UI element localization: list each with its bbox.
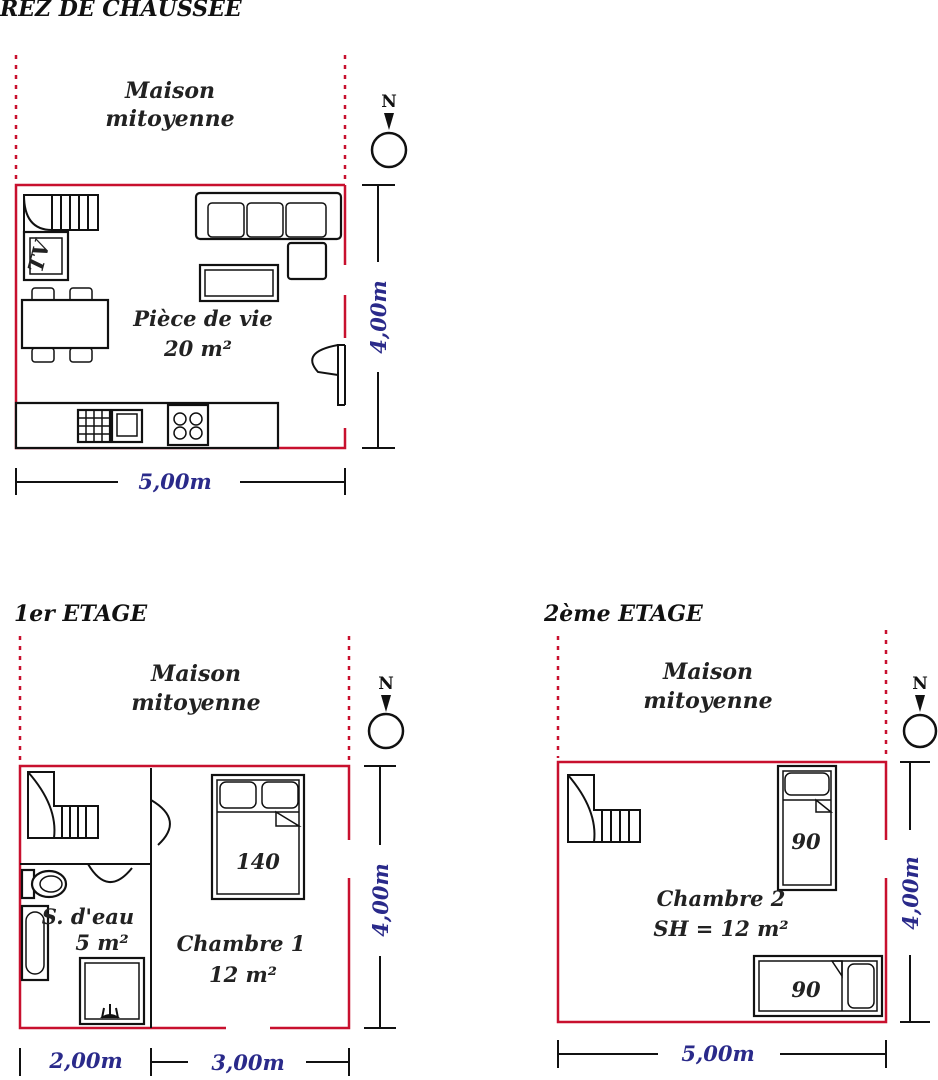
north-arrow: N	[367, 674, 405, 750]
width-label: 5,00m	[138, 469, 211, 494]
single-bed-1: 90	[776, 764, 838, 892]
north-arrow: N	[370, 92, 408, 169]
entrance-door	[311, 344, 346, 406]
wall-segment	[270, 878, 351, 1030]
width-dimension: 2,00m 3,00m	[19, 1048, 350, 1076]
sofa	[194, 191, 343, 281]
neighbor-label-line1: Maison	[124, 78, 215, 104]
exterior-walls	[18, 764, 351, 1030]
shower	[78, 956, 146, 1026]
north-label: N	[912, 674, 928, 694]
bed2-size-label: 90	[791, 977, 821, 1002]
bathroom-area: 5 m²	[75, 930, 128, 955]
neighbor-label-line1: Maison	[150, 661, 241, 687]
single-bed-2: 90	[752, 954, 884, 1018]
north-label: N	[381, 92, 397, 112]
depth-dimension: 4,00m	[898, 761, 930, 1023]
depth-dimension: 4,00m	[362, 184, 395, 449]
north-label: N	[378, 674, 394, 694]
bathroom-door	[87, 863, 133, 884]
coffee-table	[198, 263, 280, 303]
staircase	[567, 774, 641, 843]
second-floor-plan: 2ème ETAGE Maison mitoyenne 90	[543, 601, 938, 1068]
north-arrow: N	[902, 674, 938, 749]
width-dimension: 5,00m	[15, 468, 346, 495]
depth-label: 4,00m	[368, 863, 393, 936]
interior-walls	[20, 768, 152, 1028]
bed-size-label: 140	[236, 849, 280, 874]
double-bed: 140	[210, 773, 306, 901]
bedroom-area: 12 m²	[209, 962, 277, 987]
width-left-label: 2,00m	[48, 1048, 122, 1073]
depth-label: 4,00m	[366, 280, 391, 353]
room-name: Chambre 2	[657, 886, 786, 911]
neighbor-label-line1: Maison	[662, 659, 753, 685]
second-floor-title: 2ème ETAGE	[543, 601, 704, 627]
depth-dimension: 4,00m	[364, 765, 396, 1029]
tv-unit: TV	[23, 230, 70, 282]
bathroom-name: S. d'eau	[42, 904, 134, 929]
room-area: SH = 12 m²	[653, 916, 788, 941]
room-name: Pièce de vie	[132, 306, 272, 331]
dining-table	[20, 287, 110, 363]
bed1-size-label: 90	[791, 829, 821, 854]
toilet	[20, 868, 68, 900]
ground-floor-plan: REZ DE CHAUSSEE Maison mitoyenne TV	[0, 0, 408, 495]
room-area: 20 m²	[163, 336, 232, 361]
first-floor-title: 1er ETAGE	[14, 601, 148, 627]
staircase	[27, 771, 99, 839]
bedroom-door	[150, 799, 171, 846]
width-label: 5,00m	[681, 1041, 754, 1066]
neighbor-label-line2: mitoyenne	[105, 106, 234, 132]
width-dimension: 5,00m	[557, 1040, 887, 1068]
neighbor-label-line2: mitoyenne	[131, 690, 260, 716]
ground-floor-title: REZ DE CHAUSSEE	[0, 0, 243, 22]
depth-label: 4,00m	[898, 856, 923, 929]
neighbor-label-line2: mitoyenne	[643, 688, 772, 714]
width-right-label: 3,00m	[211, 1050, 284, 1075]
kitchen-counter	[14, 401, 280, 450]
bedroom-name: Chambre 1	[177, 931, 306, 956]
first-floor-plan: 1er ETAGE Maison mitoyenne	[14, 601, 405, 1076]
washbasin	[20, 904, 50, 982]
exterior-walls	[556, 760, 888, 1024]
